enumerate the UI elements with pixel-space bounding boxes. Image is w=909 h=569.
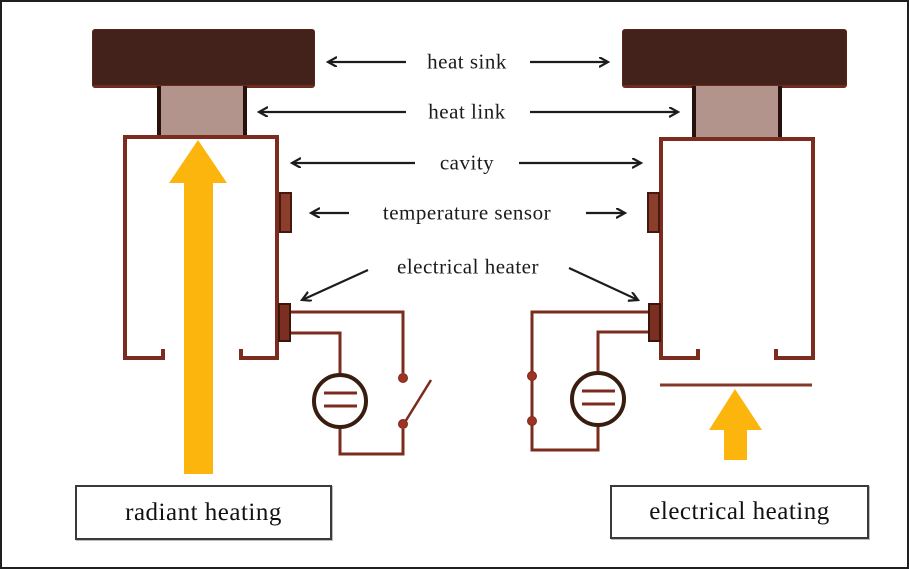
label-electrical-heater: electrical heater — [397, 254, 539, 279]
label-heat-link: heat link — [428, 99, 506, 124]
right-cavity-bottom-left-segment — [659, 356, 700, 360]
right-circuit-wire-mid — [596, 330, 648, 373]
right-cavity-wall-right — [811, 137, 815, 360]
right-cavity-wall-top — [659, 137, 815, 141]
right-temperature-sensor — [647, 192, 660, 233]
left-cavity-bottom-left-segment — [123, 356, 165, 360]
left-caption-box: radiant heating — [75, 485, 332, 540]
right-cavity-bottom-left-lip — [696, 349, 700, 360]
electrical-heat-arrow — [709, 389, 762, 460]
right-power-supply — [570, 371, 626, 427]
left-cavity-wall-left — [123, 135, 127, 360]
left-electrical-heater — [278, 303, 291, 342]
right-junction-dot-top — [527, 371, 537, 381]
left-cavity-bottom-right-lip — [239, 349, 243, 360]
left-switch-dot-bottom — [398, 419, 408, 429]
left-caption-text: radiant heating — [125, 498, 282, 526]
label-cavity: cavity — [439, 150, 495, 175]
right-cavity-bottom-right-segment — [774, 356, 815, 360]
right-heat-link — [692, 86, 782, 139]
right-electrical-heater — [648, 303, 661, 342]
left-heat-sink — [92, 29, 315, 88]
label-temperature-sensor: temperature sensor — [382, 200, 552, 225]
left-switch-dot-top — [398, 373, 408, 383]
heater-arrow-left — [302, 268, 369, 300]
right-junction-dot-bottom — [527, 416, 537, 426]
left-temperature-sensor — [279, 192, 292, 233]
left-circuit-wire-top — [291, 310, 405, 373]
right-cavity-bottom-right-lip — [774, 349, 778, 360]
left-cavity-bottom-left-lip — [161, 349, 165, 360]
left-circuit-wire-mid — [291, 331, 342, 374]
left-cavity-wall-right — [275, 135, 279, 360]
right-heat-sink — [622, 29, 847, 88]
right-caption-box: electrical heating — [610, 485, 869, 539]
left-switch-blade — [403, 379, 433, 423]
right-caption-text: electrical heating — [649, 498, 830, 525]
right-circuit-wire-loop — [530, 310, 648, 452]
left-circuit-wire-bottom — [338, 427, 405, 456]
heater-arrow-right — [568, 267, 638, 300]
left-cavity-bottom-right-segment — [239, 356, 279, 360]
left-heat-link — [157, 86, 247, 138]
left-cavity-wall-top — [123, 135, 279, 139]
left-power-supply — [312, 373, 368, 429]
label-heat-sink: heat sink — [427, 49, 507, 74]
radiant-heat-arrow — [169, 140, 227, 474]
right-cavity-wall-left — [659, 137, 663, 360]
